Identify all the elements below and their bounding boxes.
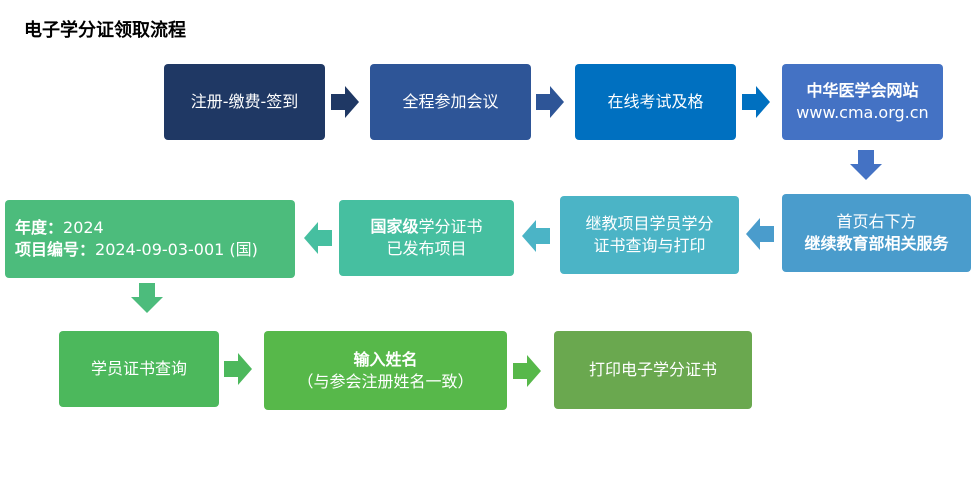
arrow-right-icon bbox=[331, 86, 359, 118]
national-certificate-line1: 国家级学分证书 bbox=[370, 217, 483, 237]
arrow-right-icon bbox=[536, 86, 564, 118]
step-register-pay-signin: 注册-缴费-签到 bbox=[164, 64, 325, 140]
homepage-location: 首页右下方 bbox=[836, 212, 917, 232]
arrow-left-icon bbox=[522, 220, 550, 252]
cma-site-url: www.cma.org.cn bbox=[796, 103, 929, 122]
certificate-query-line2: 证书查询与打印 bbox=[593, 236, 706, 255]
step-cma-website: 中华医学会网站 www.cma.org.cn bbox=[782, 64, 943, 140]
project-year-row: 年度：2024 bbox=[15, 218, 104, 238]
step-print-certificate: 打印电子学分证书 bbox=[554, 331, 752, 409]
arrow-right-icon bbox=[513, 355, 541, 387]
step-register-label: 注册-缴费-签到 bbox=[190, 92, 299, 112]
arrow-right-icon bbox=[224, 353, 252, 385]
step-attend-label: 全程参加会议 bbox=[402, 92, 499, 112]
step-national-projects: 国家级学分证书 已发布项目 bbox=[339, 200, 514, 276]
step-homepage-services: 首页右下方 继续教育部相关服务 bbox=[782, 194, 971, 272]
published-projects-line: 已发布项目 bbox=[386, 239, 467, 258]
arrow-left-icon bbox=[304, 222, 332, 254]
project-code-row: 项目编号：2024-09-03-001 (国) bbox=[15, 240, 258, 259]
arrow-down-icon bbox=[131, 283, 163, 313]
step-exam-label: 在线考试及格 bbox=[607, 92, 704, 112]
project-info-panel: 年度：2024 项目编号：2024-09-03-001 (国) bbox=[5, 200, 295, 278]
arrow-left-icon bbox=[746, 218, 774, 250]
cma-site-name: 中华医学会网站 bbox=[806, 81, 919, 101]
step-student-certificate-query: 学员证书查询 bbox=[59, 331, 219, 407]
step-online-exam: 在线考试及格 bbox=[575, 64, 736, 140]
arrow-down-icon bbox=[850, 150, 882, 180]
print-certificate-label: 打印电子学分证书 bbox=[588, 360, 717, 380]
step-certificate-query-print: 继教项目学员学分 证书查询与打印 bbox=[560, 196, 739, 274]
student-query-label: 学员证书查询 bbox=[90, 359, 187, 379]
step-attend-meeting: 全程参加会议 bbox=[370, 64, 531, 140]
certificate-query-line1: 继教项目学员学分 bbox=[585, 214, 714, 234]
continuing-education-services: 继续教育部相关服务 bbox=[804, 234, 949, 253]
step-enter-name: 输入姓名 （与参会注册姓名一致） bbox=[264, 331, 507, 410]
enter-name-note: （与参会注册姓名一致） bbox=[297, 371, 474, 391]
arrow-right-icon bbox=[742, 86, 770, 118]
page-title: 电子学分证领取流程 bbox=[24, 20, 186, 41]
enter-name-label: 输入姓名 bbox=[353, 349, 418, 369]
